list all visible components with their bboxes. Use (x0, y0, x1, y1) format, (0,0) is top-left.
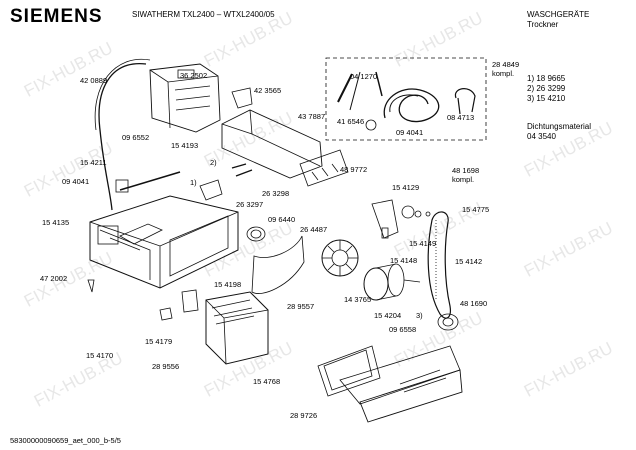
part-number: 26 3297 (236, 200, 264, 209)
part-number: 15 4211 (80, 158, 107, 167)
water-tank (149, 63, 221, 133)
footnote: 3) 15 4210 (527, 94, 566, 103)
filter-hood (251, 235, 305, 294)
fan-wheel (321, 239, 359, 277)
part-number: 47 2002 (40, 274, 68, 283)
part-number: 28 4849 (492, 60, 520, 69)
door-panel (317, 345, 463, 423)
part-number: 09 4041 (62, 177, 90, 186)
part-number: 15 4775 (462, 205, 490, 214)
pulley-parts (371, 199, 431, 239)
part-number: 26 3298 (262, 189, 290, 198)
category-subline: Trockner (527, 20, 559, 29)
hose-kit (337, 71, 476, 131)
part-number: 15 4135 (42, 218, 70, 227)
seal-label: Dichtungsmaterial (527, 122, 592, 131)
part-number: 15 4129 (392, 183, 420, 192)
part-number: 14 3765 (344, 295, 372, 304)
connector (199, 179, 223, 201)
condensate-duct (221, 109, 323, 179)
filter-box (205, 291, 269, 365)
footnote: 2) 26 3299 (527, 84, 566, 93)
marker: 3) (416, 311, 423, 320)
tension-pulley (437, 313, 459, 331)
part-number: 48 9772 (340, 165, 368, 174)
clip (115, 179, 129, 193)
part-number: 42 0889 (80, 76, 108, 85)
seal-number: 04 3540 (527, 132, 556, 141)
part-number: 43 7887 (298, 112, 326, 121)
footnotes: 1) 18 9665 2) 26 3299 3) 15 4210 (527, 74, 565, 104)
category-line: WASCHGERÄTE (527, 10, 590, 19)
part-number: 08 4713 (447, 113, 475, 122)
seal-ring (246, 226, 266, 242)
kit-frame (325, 57, 487, 141)
footnote: 1) 18 9665 (527, 74, 566, 83)
document-id: 58300000090659_aet_000_b-5/5 (10, 436, 121, 445)
part-number-suffix: kompl. (492, 69, 515, 78)
part-number: 15 4170 (86, 351, 114, 360)
part-number: 42 3565 (254, 86, 282, 95)
drive-belt (427, 211, 451, 319)
part-number: 09 6552 (122, 133, 150, 142)
part-number: 48 1698 (452, 166, 480, 175)
bracket (299, 149, 349, 187)
part-number: 36 2502 (180, 71, 208, 80)
part-number: 48 1690 (460, 299, 488, 308)
tube (119, 171, 181, 191)
marker: 1) (190, 178, 197, 187)
part-number: 09 6440 (268, 215, 296, 224)
base-frame (89, 195, 239, 289)
category: WASCHGERÄTE Trockner (527, 10, 589, 30)
part-number: 28 9556 (152, 362, 180, 371)
marker: 2) (210, 158, 217, 167)
part-number: 28 9726 (290, 411, 318, 420)
clip-small (159, 307, 173, 321)
part-number-suffix: kompl. (452, 175, 475, 184)
part-number: 15 4204 (374, 311, 402, 320)
part-number: 04 1270 (350, 72, 378, 81)
part-number: 15 4768 (253, 377, 281, 386)
model-title: SIWATHERM TXL2400 – WTXL2400/05 (132, 10, 275, 19)
part-number: 09 4041 (396, 128, 424, 137)
foot (87, 279, 95, 293)
part-number: 15 4198 (214, 280, 242, 289)
part-number: 28 9557 (287, 302, 315, 311)
part-number: 09 6558 (389, 325, 417, 334)
part-number: 41 6546 (337, 117, 365, 126)
brand-logo: SIEMENS (10, 6, 103, 27)
part-number: 15 4149 (409, 239, 437, 248)
gasket (181, 289, 199, 313)
motor (363, 263, 421, 301)
drain-hose (98, 63, 147, 211)
pump (231, 87, 253, 109)
seal-material: Dichtungsmaterial 04 3540 (527, 122, 591, 142)
part-number: 15 4179 (145, 337, 173, 346)
part-number: 15 4193 (171, 141, 199, 150)
part-number: 26 4487 (300, 225, 328, 234)
part-number: 15 4148 (390, 256, 418, 265)
part-number: 15 4142 (455, 257, 483, 266)
